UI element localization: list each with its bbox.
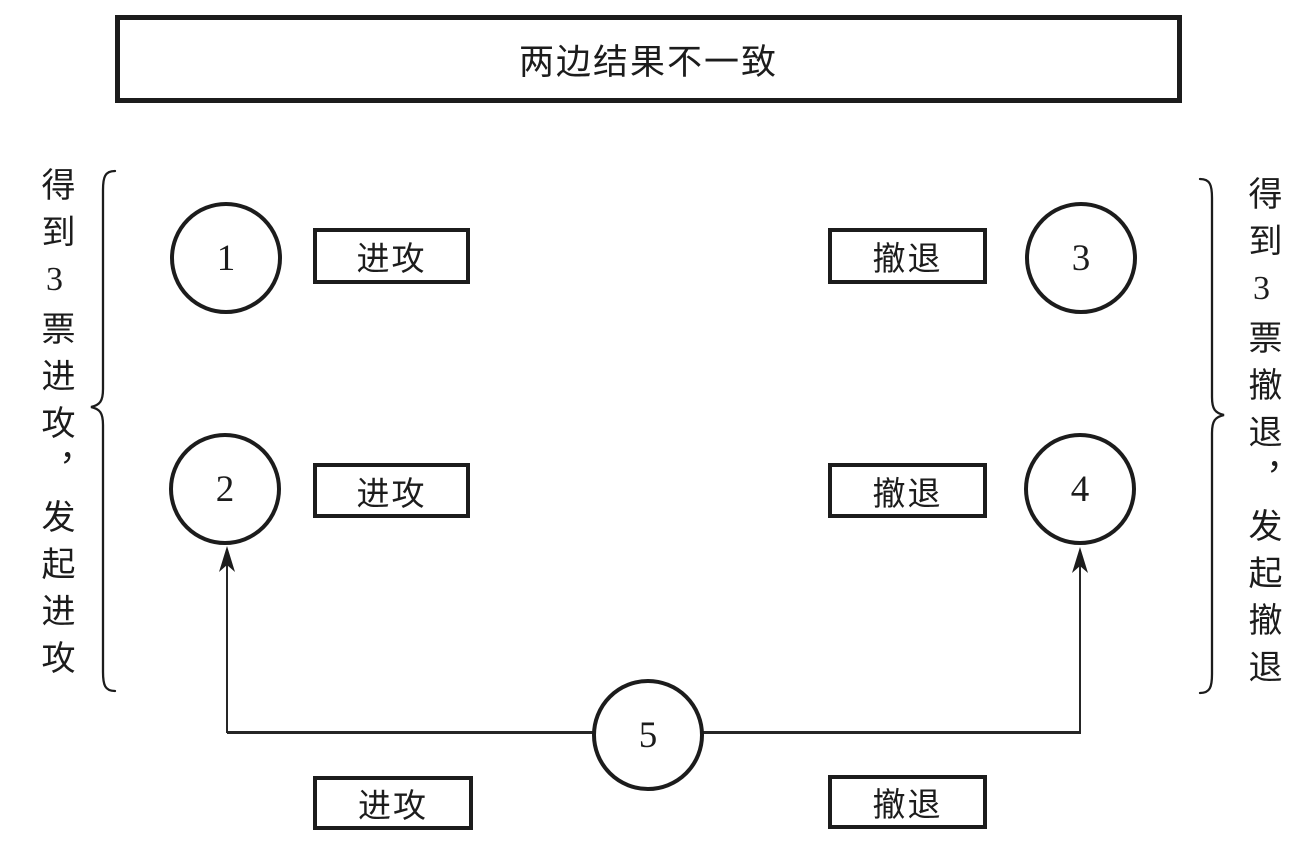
arrowhead-to-node2-icon — [219, 546, 235, 572]
node-2-label: 2 — [215, 468, 235, 510]
action-box-bottom-attack: 进攻 — [313, 776, 473, 830]
node-3-label: 3 — [1071, 237, 1091, 279]
left-brace-icon — [90, 169, 117, 693]
action-box-row1-attack-label: 进攻 — [356, 242, 427, 278]
action-box-bottom-retreat: 撤退 — [828, 775, 987, 829]
action-box-row2-attack-label: 进攻 — [356, 476, 427, 513]
action-box-row2-retreat-label: 撤退 — [872, 476, 943, 513]
general-node-2: 2 — [169, 433, 281, 545]
action-box-row2-retreat: 撤退 — [828, 463, 987, 518]
general-node-5: 5 — [592, 679, 704, 791]
result-banner: 两边结果不一致 — [115, 15, 1182, 103]
action-box-bottom-attack-label: 进攻 — [358, 789, 428, 825]
node-4-label: 4 — [1070, 468, 1090, 510]
action-box-row1-retreat-label: 撤退 — [872, 242, 943, 278]
connector-right-vertical-line — [1079, 550, 1081, 733]
node-5-label: 5 — [638, 714, 658, 756]
general-node-3: 3 — [1025, 202, 1137, 314]
connector-left-vertical-line — [226, 549, 228, 733]
result-banner-text: 两边结果不一致 — [518, 42, 778, 82]
action-box-bottom-retreat-label: 撤退 — [872, 788, 943, 824]
action-box-row2-attack: 进攻 — [313, 463, 470, 518]
action-box-row1-retreat: 撤退 — [828, 228, 987, 284]
general-node-1: 1 — [170, 202, 282, 314]
node-1-label: 1 — [216, 237, 236, 279]
right-brace-icon — [1198, 177, 1225, 695]
arrowhead-to-node4-icon — [1072, 547, 1088, 573]
general-node-4: 4 — [1024, 433, 1136, 545]
right-annotation: 得到3票撤退，发起撤退 — [1243, 176, 1280, 696]
action-box-row1-attack: 进攻 — [313, 228, 470, 284]
left-annotation: 得到3票进攻，发起进攻 — [36, 167, 73, 687]
